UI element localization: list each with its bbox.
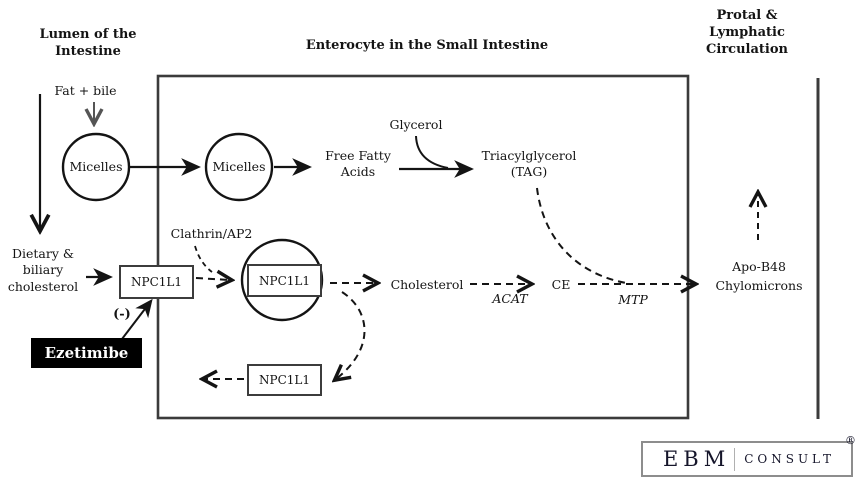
glycerol-label: Glycerol — [389, 117, 443, 132]
mtp-enzyme-label: MTP — [618, 292, 648, 307]
lumen-header: Lumen of the Intestine — [39, 27, 137, 59]
ezetimibe-inhibition-arrow — [121, 298, 153, 340]
fat-bile-label: Fat + bile — [54, 83, 117, 98]
free-fatty-acids-label: Free Fatty Acids — [325, 148, 391, 180]
npc1l1-recycled-box: NPC1L1 — [247, 364, 322, 396]
npc1l1-internalized-box: NPC1L1 — [247, 264, 322, 297]
inhibition-label: (-) — [113, 307, 131, 322]
micelles-enterocyte-circle — [204, 132, 274, 202]
glycerol-join-curve — [415, 135, 449, 169]
micelles-lumen-circle — [61, 132, 131, 202]
clathrin-ap2-label: Clathrin/AP2 — [170, 226, 253, 241]
dietary-cholesterol-label: Dietary & biliary cholesterol — [7, 246, 79, 294]
cholesteryl-ester-label: CE — [551, 277, 571, 292]
ezetimibe-drug-box: Ezetimibe — [31, 338, 142, 368]
micelles-enterocyte-label: Micelles — [212, 159, 266, 174]
cholesterol-label: Cholesterol — [390, 277, 464, 292]
tag-to-chylomicron-curve — [536, 187, 627, 284]
logo-ebm-text: EBM — [662, 447, 731, 471]
clathrin-join-curve — [194, 245, 213, 273]
circulation-header: Protal & Lymphatic Circulation — [706, 8, 788, 57]
npc1l1-internalization-arrow — [195, 278, 230, 280]
logo-consult-text: CONSULT — [744, 452, 836, 466]
triacylglycerol-label: Triacylglycerol (TAG) — [481, 148, 577, 180]
acat-enzyme-label: ACAT — [492, 291, 528, 306]
micelles-lumen-label: Micelles — [69, 159, 123, 174]
enterocyte-header: Enterocyte in the Small Intestine — [305, 38, 549, 53]
logo-separator — [734, 447, 736, 471]
apo-b48-chylomicrons-label: Apo-B48 Chylomicrons — [715, 259, 803, 294]
ebm-consult-logo: EBM CONSULT ® — [641, 434, 856, 477]
npc1l1-membrane-box: NPC1L1 — [119, 265, 194, 299]
registered-trademark-icon: ® — [845, 434, 856, 447]
enterocyte-membrane-box — [156, 74, 690, 420]
npc1l1-recycling-curve — [336, 291, 366, 379]
